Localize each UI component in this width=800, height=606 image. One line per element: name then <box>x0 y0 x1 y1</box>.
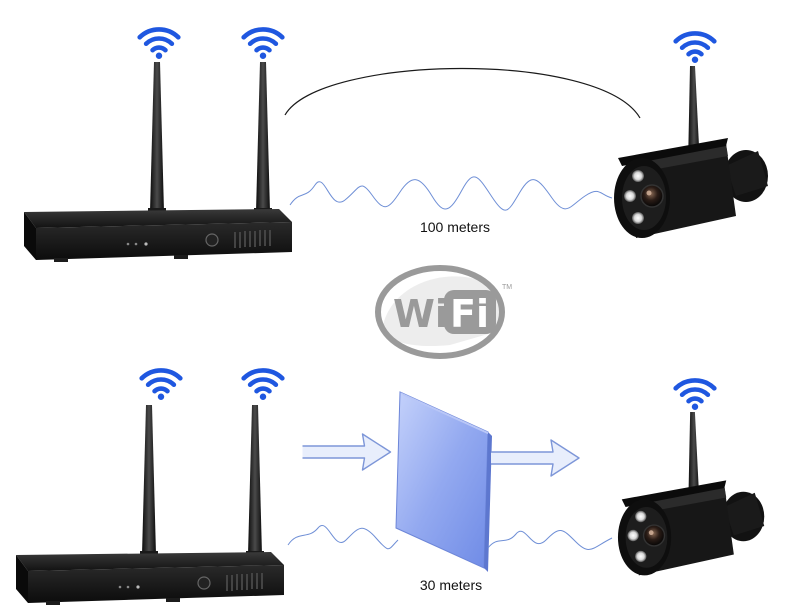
wifi-signal-icon <box>140 29 179 59</box>
arrow-right-icon <box>490 439 580 477</box>
distance-label: 100 meters <box>420 219 490 235</box>
wifi-logo: Wi Fi TM <box>375 265 512 359</box>
nvr-recorder <box>23 61 293 263</box>
wifi-signal-icon <box>142 370 181 400</box>
wifi-logo-trademark: TM <box>502 284 512 291</box>
distance-label: 30 meters <box>420 577 482 593</box>
wifi-signal-icon <box>244 29 283 59</box>
nvr-recorder <box>15 404 285 606</box>
bullet-camera <box>613 65 769 239</box>
signal-wave <box>287 525 613 551</box>
wifi-logo-left: Wi <box>393 292 448 336</box>
arrow-right-icon <box>301 433 392 471</box>
bullet-camera <box>617 411 765 577</box>
range-arc <box>284 67 641 119</box>
wall-obstacle <box>395 391 492 572</box>
signal-wave <box>289 176 613 211</box>
wifi-signal-icon <box>676 380 715 410</box>
wifi-logo-right: Fi <box>450 292 489 336</box>
wifi-signal-icon <box>244 370 283 400</box>
scenario-open-air: 100 meters <box>23 29 769 263</box>
scenario-through-wall: 30 meters <box>15 370 765 606</box>
wifi-signal-icon <box>676 33 715 63</box>
